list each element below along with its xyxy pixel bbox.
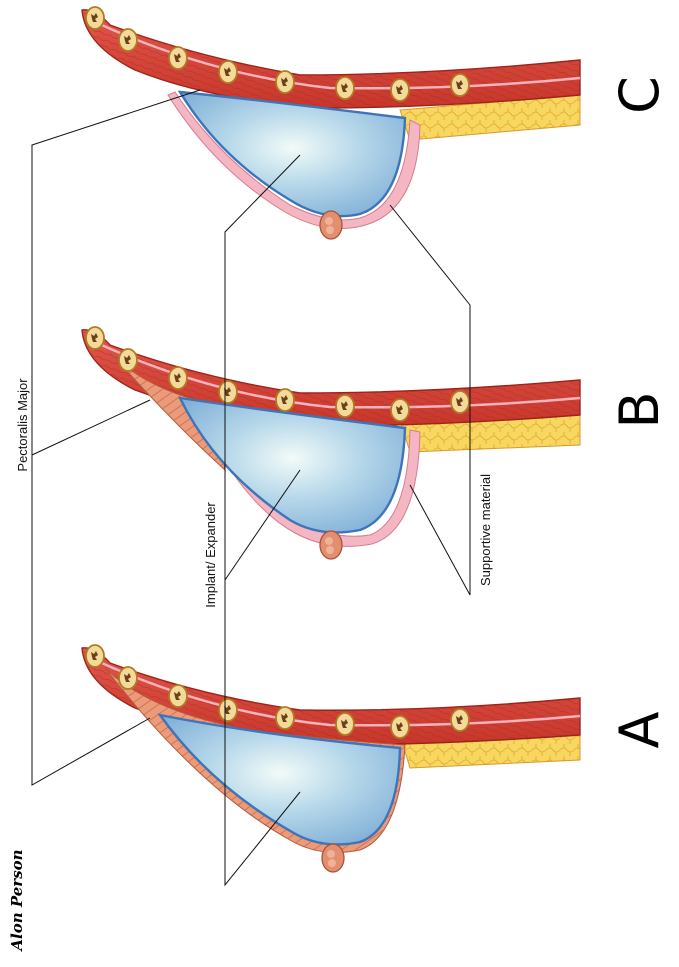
- panel-letter-b: B: [608, 391, 671, 428]
- label-supportive-material: Supportive material: [478, 474, 493, 586]
- pectoralis-leader-b: [32, 400, 150, 455]
- label-implant-expander: Implant/ Expander: [203, 502, 218, 608]
- panel-a: [82, 645, 580, 872]
- artist-signature: Alon Person: [8, 849, 26, 952]
- panel-b: [82, 327, 580, 559]
- label-pectoralis-major: Pectoralis Major: [15, 378, 30, 472]
- panel-letter-a: A: [608, 711, 671, 748]
- panel-c: [82, 7, 580, 239]
- panel-letter-c: C: [608, 76, 671, 114]
